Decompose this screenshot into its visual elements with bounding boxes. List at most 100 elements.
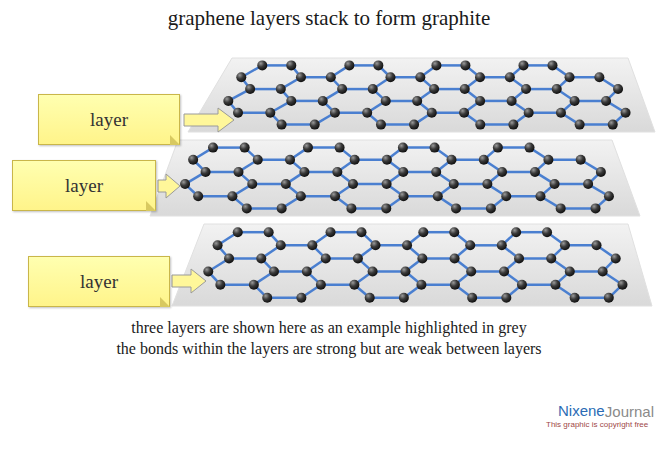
carbon-atom xyxy=(565,72,575,82)
carbon-bond xyxy=(506,195,540,198)
layer-plane xyxy=(150,140,640,216)
carbon-atom xyxy=(264,227,274,237)
carbon-atom xyxy=(594,72,604,82)
carbon-atom xyxy=(576,155,586,165)
carbon-atom xyxy=(596,167,606,177)
carbon-atom xyxy=(399,191,409,201)
carbon-atom xyxy=(215,280,225,290)
carbon-atom xyxy=(449,179,459,189)
logo-word: Nixene xyxy=(558,402,605,419)
carbon-atom xyxy=(518,60,528,70)
carbon-atom xyxy=(234,167,244,177)
logo-word: Journal xyxy=(605,403,654,420)
carbon-atom xyxy=(460,84,470,94)
carbon-atom xyxy=(188,155,198,165)
carbon-atom xyxy=(430,143,440,153)
carbon-atom xyxy=(465,240,475,250)
carbon-atom xyxy=(433,191,443,201)
carbon-atom xyxy=(180,179,190,189)
carbon-atom xyxy=(530,167,540,177)
carbon-atom xyxy=(604,191,614,201)
carbon-atom xyxy=(583,179,593,189)
caption: three layers are shown here as an exampl… xyxy=(0,319,658,337)
carbon-atom xyxy=(337,84,347,94)
callout-box: layer xyxy=(28,256,170,307)
carbon-atom xyxy=(451,203,461,213)
carbon-bond xyxy=(575,297,609,300)
carbon-atom xyxy=(617,280,627,290)
carbon-atom xyxy=(296,293,306,303)
carbon-atom xyxy=(514,253,524,263)
carbon-atom xyxy=(318,96,328,106)
carbon-atom xyxy=(201,167,211,177)
carbon-atom xyxy=(466,267,476,277)
carbon-atom xyxy=(556,108,566,118)
carbon-atom xyxy=(365,293,375,303)
carbon-atom xyxy=(233,108,243,118)
carbon-atom xyxy=(276,240,286,250)
carbon-atom xyxy=(556,203,566,213)
carbon-atom xyxy=(459,108,469,118)
carbon-atom xyxy=(525,143,535,153)
carbon-atom xyxy=(521,84,531,94)
carbon-atom xyxy=(505,72,515,82)
carbon-atom xyxy=(450,253,460,263)
carbon-atom xyxy=(373,60,383,70)
carbon-atom xyxy=(326,72,336,82)
carbon-atom xyxy=(253,155,263,165)
carbon-atom xyxy=(493,143,503,153)
carbon-atom xyxy=(349,280,359,290)
carbon-atom xyxy=(497,240,507,250)
carbon-atom xyxy=(621,108,631,118)
carbon-atom xyxy=(296,191,306,201)
carbon-atom xyxy=(193,191,203,201)
carbon-atom xyxy=(203,267,213,277)
carbon-atom xyxy=(368,267,378,277)
copyright-note: This graphic is copyright free xyxy=(546,420,648,429)
callout-box: layer xyxy=(12,160,156,211)
carbon-atom xyxy=(501,191,511,201)
carbon-atom xyxy=(560,240,570,250)
carbon-atom xyxy=(382,179,392,189)
carbon-atom xyxy=(550,280,560,290)
carbon-atom xyxy=(362,108,372,118)
carbon-atom xyxy=(256,253,266,263)
carbon-atom xyxy=(460,60,470,70)
carbon-atom xyxy=(511,227,521,237)
carbon-atom xyxy=(591,203,601,213)
carbon-bond xyxy=(472,297,506,300)
carbon-atom xyxy=(356,227,366,237)
carbon-bond xyxy=(370,297,404,300)
carbon-atom xyxy=(431,167,441,177)
carbon-bond xyxy=(321,283,355,286)
carbon-atom xyxy=(486,203,496,213)
carbon-atom xyxy=(608,120,618,130)
carbon-atom xyxy=(507,96,517,106)
carbon-atom xyxy=(269,267,279,277)
carbon-atom xyxy=(381,96,391,106)
carbon-atom xyxy=(381,203,391,213)
callout-label: layer xyxy=(80,271,118,293)
carbon-atom xyxy=(316,280,326,290)
carbon-atom xyxy=(546,253,556,263)
carbon-atom xyxy=(552,84,562,94)
carbon-atom xyxy=(575,120,585,130)
carbon-atom xyxy=(431,60,441,70)
carbon-atom xyxy=(415,72,425,82)
graphene-planes xyxy=(150,58,655,306)
carbon-atom xyxy=(224,253,234,263)
carbon-atom xyxy=(467,293,477,303)
carbon-atom xyxy=(399,293,409,303)
carbon-atom xyxy=(223,96,233,106)
callout-arrow xyxy=(158,174,180,198)
carbon-atom xyxy=(398,143,408,153)
carbon-atom xyxy=(346,203,356,213)
layer-plane xyxy=(172,224,652,306)
carbon-atom xyxy=(402,240,412,250)
carbon-atom xyxy=(604,293,614,303)
carbon-bond xyxy=(267,297,301,300)
carbon-atom xyxy=(262,293,272,303)
carbon-atom xyxy=(497,167,507,177)
